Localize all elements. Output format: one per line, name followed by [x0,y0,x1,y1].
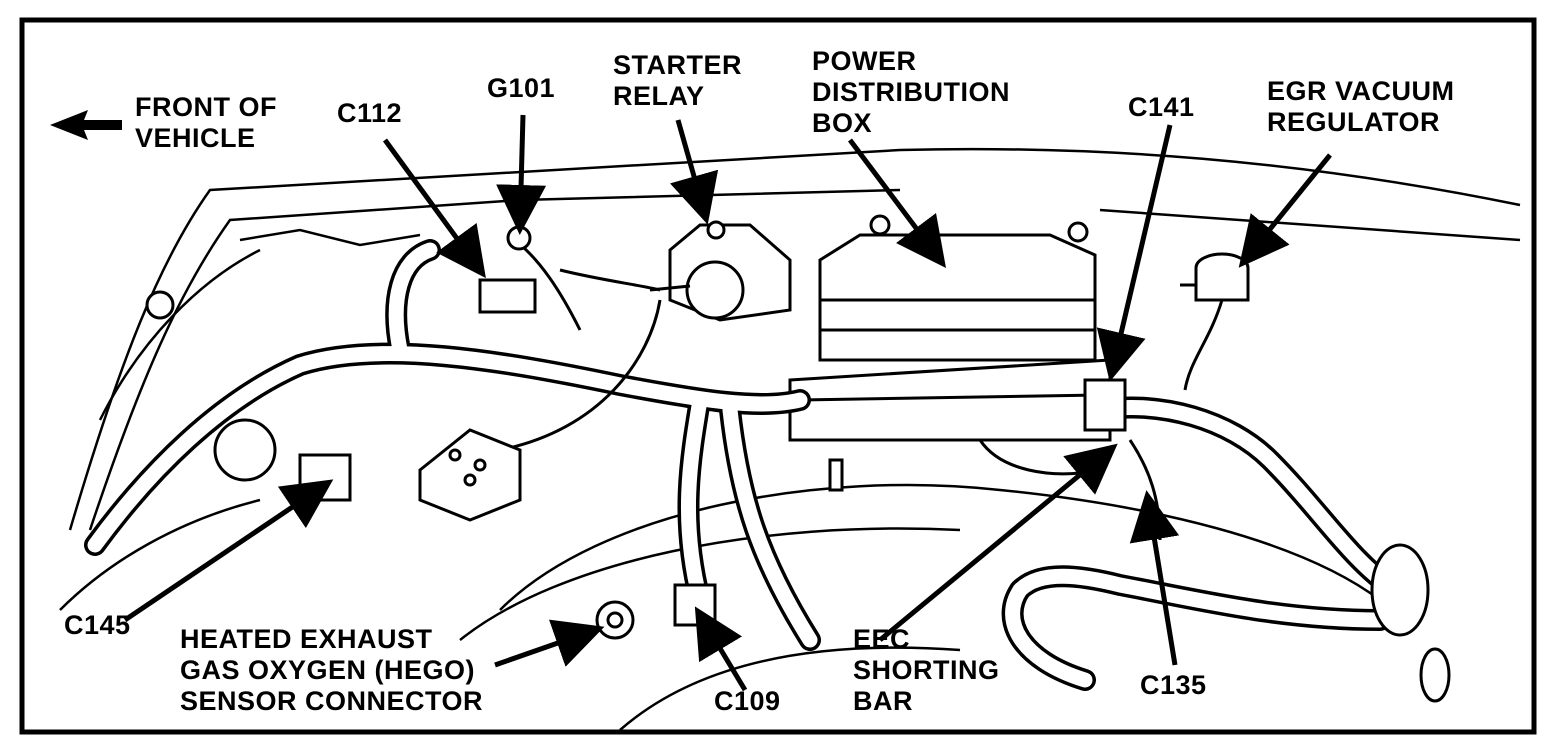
starter-relay-shape [649,220,792,322]
power-distribution-box-shape [788,214,1112,442]
arrow-egr-vacuum-regulator [1238,153,1332,268]
arrow-c112 [382,138,486,279]
label-power-distribution-box: POWER DISTRIBUTION BOX [812,46,1010,138]
arrow-hego-sensor-connector [494,619,605,668]
egr-vacuum-regulator-shape [1180,252,1250,391]
label-starter-relay: STARTER RELAY [613,50,742,111]
arrow-starter-relay [670,119,719,225]
wheel-well [459,483,1381,731]
label-eec-shorting-bar: EEC SHORTING BAR [853,624,1000,716]
arrow-eec-shorting-bar [878,443,1118,642]
connectors [145,225,1451,703]
leader-arrows [123,114,1332,692]
label-c112: C112 [337,98,403,128]
label-g101: G101 [487,73,556,103]
label-front-of-vehicle: FRONT OF VEHICLE [135,92,277,153]
label-egr-vacuum-regulator: EGR VACUUM REGULATOR [1267,76,1455,137]
arrow-c109 [694,606,748,692]
label-c135: C135 [1140,670,1207,700]
arrow-power-distribution-box [848,138,946,268]
label-c145: C145 [64,610,131,640]
front-arrow-icon [50,110,122,140]
fender-outline [59,147,1521,611]
arrow-c141 [1096,124,1173,382]
arrow-c135 [1129,490,1180,666]
arrow-c145 [123,479,334,623]
label-c141: C141 [1128,92,1195,122]
label-hego-sensor-connector: HEATED EXHAUST GAS OXYGEN (HEGO) SENSOR … [180,624,484,716]
wiring-harness-inner [87,242,1403,688]
arrow-g101 [496,114,547,235]
label-c109: C109 [714,686,781,716]
